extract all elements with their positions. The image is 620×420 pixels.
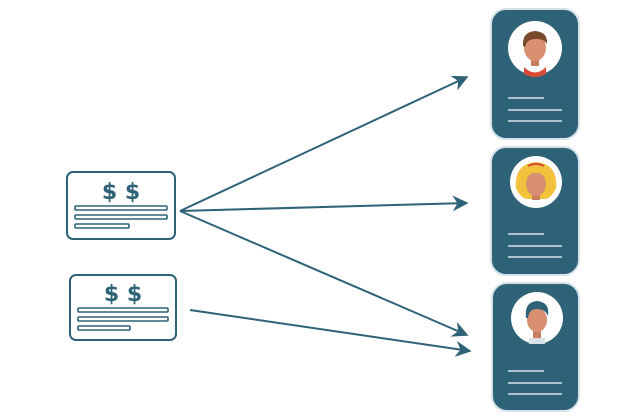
recipient-text-lines <box>508 97 562 122</box>
arrow-invoice1-to-recipient3 <box>179 210 469 337</box>
arrow-invoice2-to-recipient3 <box>189 309 472 357</box>
dollar-sign-icon: $ $ <box>104 282 142 307</box>
man-brown-hair-avatar <box>522 31 548 77</box>
recipient-card-3 <box>491 282 580 412</box>
invoice-text-lines <box>77 307 169 331</box>
invoice-card-2: $ $ <box>69 274 177 341</box>
connection-arrows <box>179 75 472 357</box>
man-dark-hair-avatar <box>525 301 549 344</box>
dollar-sign-icon: $ $ <box>102 180 140 205</box>
recipient-card-1 <box>490 8 580 140</box>
arrow-invoice1-to-recipient1 <box>179 75 469 212</box>
recipient-card-2 <box>490 146 580 276</box>
woman-blonde-hair-avatar <box>515 162 557 200</box>
invoice-card-1: $ $ <box>66 171 176 240</box>
invoice-text-lines <box>74 205 168 229</box>
recipient-text-lines <box>508 370 562 395</box>
arrow-invoice1-to-recipient2 <box>179 195 469 212</box>
recipient-text-lines <box>508 233 562 258</box>
